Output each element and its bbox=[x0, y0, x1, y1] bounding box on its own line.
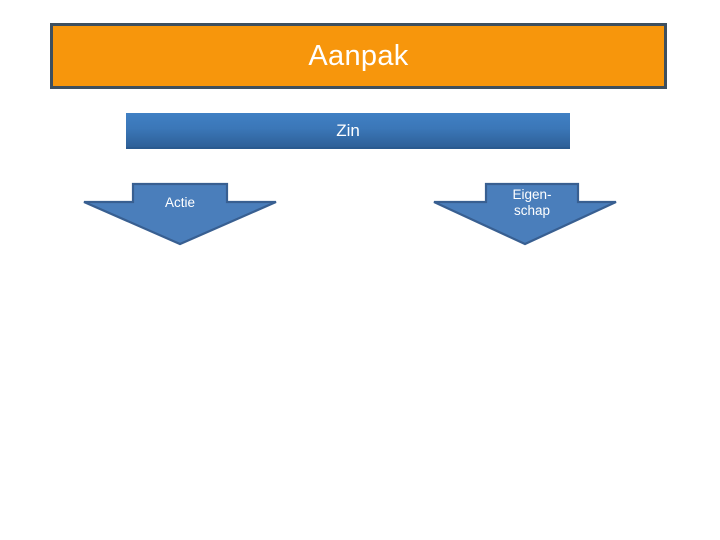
down-arrow-icon bbox=[83, 182, 277, 246]
page-title: Aanpak bbox=[308, 39, 409, 72]
arrow-actie: Actie bbox=[82, 182, 278, 246]
sentence-bar: Zin bbox=[126, 113, 570, 149]
title-banner: Aanpak bbox=[50, 23, 667, 89]
arrow-eigenschap: Eigen- schap bbox=[432, 182, 618, 246]
sentence-bar-label: Zin bbox=[336, 120, 360, 140]
down-arrow-icon bbox=[433, 182, 617, 246]
